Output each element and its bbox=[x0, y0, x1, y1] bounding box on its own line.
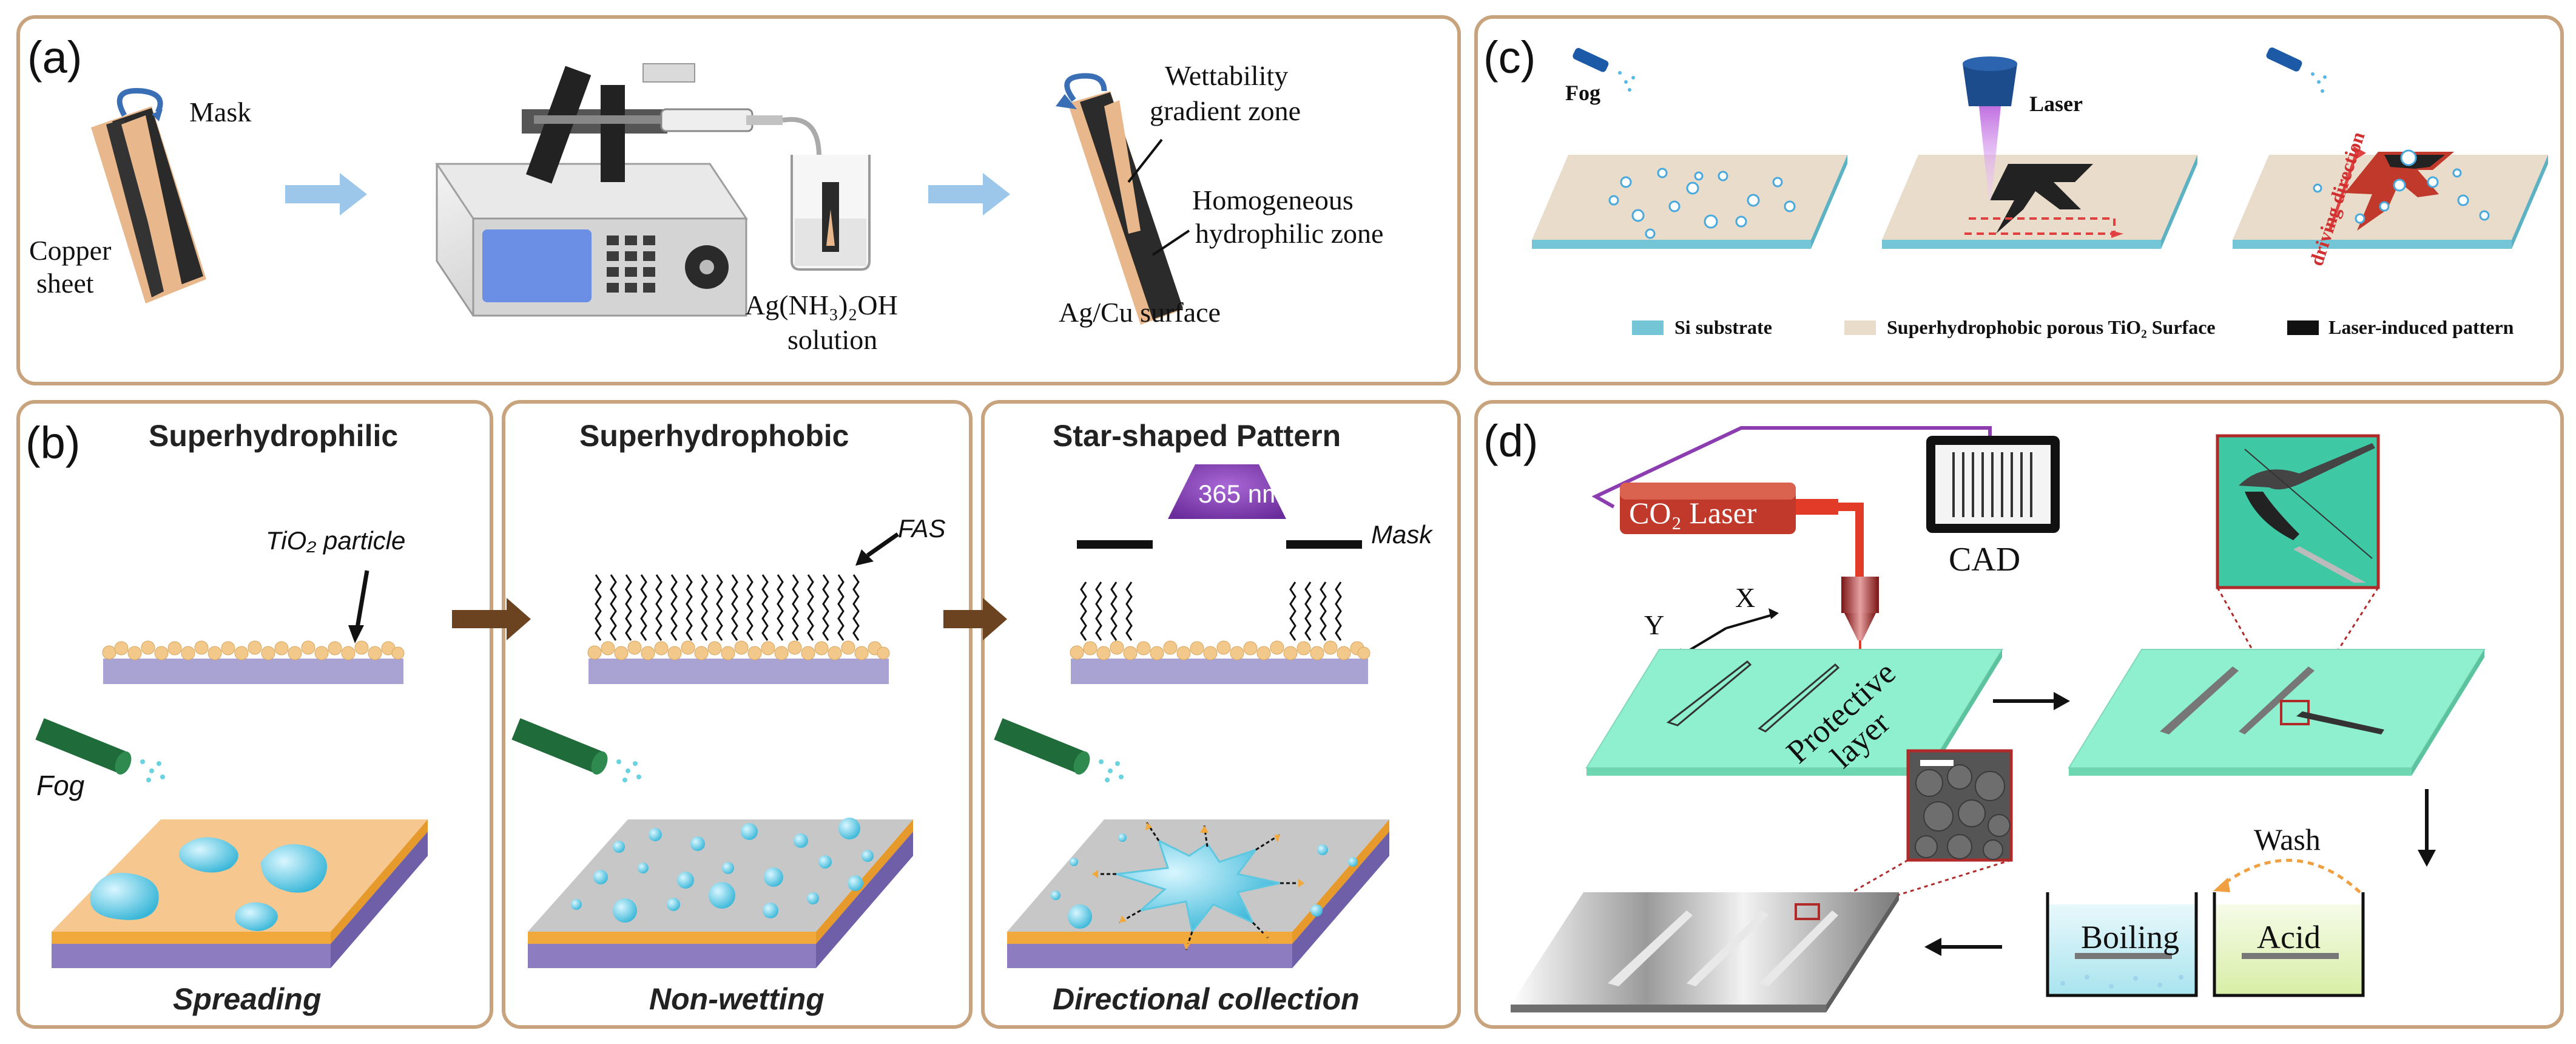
fog-nozzle-c1 bbox=[1573, 48, 1635, 92]
beam-path bbox=[1838, 503, 1864, 577]
b3-slab bbox=[1007, 819, 1389, 968]
wettability-label-2: gradient zone bbox=[1150, 95, 1301, 126]
panel-a: (a) Mask Copper sheet bbox=[27, 32, 1383, 355]
b2-title: Superhydrophobic bbox=[579, 419, 849, 453]
fog-label-b: Fog bbox=[36, 770, 85, 801]
mask-label-b: Mask bbox=[1371, 520, 1433, 549]
cad-monitor bbox=[1926, 436, 2060, 533]
b2-bead-drops bbox=[571, 818, 874, 923]
panel-d: (d) CO₂ Laser CAD bbox=[1483, 416, 2486, 1012]
uv-lamp bbox=[1168, 464, 1286, 519]
legend-tio2-label: Superhydrophobic porous TiO₂ Surface bbox=[1887, 316, 2216, 338]
fas-label: FAS bbox=[898, 514, 946, 543]
y-axis-label: Y bbox=[1644, 609, 1664, 640]
beaker-acid bbox=[2213, 892, 2365, 997]
panel-a-frame bbox=[16, 15, 1461, 385]
plate-driving bbox=[2233, 146, 2548, 249]
legend-laser-label: Laser-induced pattern bbox=[2328, 316, 2514, 338]
teal-plate-2 bbox=[2068, 649, 2486, 776]
b1-caption: Spreading bbox=[173, 982, 321, 1016]
panel-d-letter: (d) bbox=[1483, 416, 1538, 466]
b-arrow-1 bbox=[452, 598, 531, 640]
ag-cu-surface bbox=[1056, 73, 1190, 325]
panel-c: (c) Fog bbox=[1483, 32, 2548, 338]
co2-laser-unit bbox=[1620, 483, 1838, 534]
fog-nozzle-c3 bbox=[2266, 47, 2327, 93]
process-arrow-2 bbox=[928, 173, 1010, 215]
b2-cross-section bbox=[587, 532, 900, 684]
solution-formula-label: Ag(NH₃)₂OH bbox=[745, 290, 898, 320]
wash-label: Wash bbox=[2254, 822, 2321, 856]
panel-d-frame bbox=[1474, 400, 2564, 1029]
legend-si-label: Si substrate bbox=[1674, 316, 1772, 338]
final-sheet bbox=[1511, 892, 1899, 1012]
panel-b-letter: (b) bbox=[25, 418, 80, 468]
b1-title: Superhydrophilic bbox=[149, 419, 398, 453]
laser-label-c: Laser bbox=[2029, 92, 2083, 116]
boiling-label: Boiling bbox=[2081, 919, 2179, 955]
zoom-box-tweezer bbox=[2216, 434, 2380, 589]
plate-fog-drops bbox=[1532, 155, 1847, 249]
copper-sheet-masked bbox=[91, 88, 206, 303]
b3-cross-section bbox=[1070, 464, 1371, 684]
d-arrow-2-head bbox=[2418, 850, 2436, 867]
b3-title: Star-shaped Pattern bbox=[1053, 419, 1341, 453]
d-arrow-3-head bbox=[1924, 938, 1941, 956]
panel-c-letter: (c) bbox=[1483, 32, 1536, 83]
panel-b2-frame bbox=[502, 400, 973, 1029]
uv-wavelength-label: 365 nm bbox=[1198, 480, 1283, 508]
panel-a-letter: (a) bbox=[27, 32, 82, 83]
laser-nozzle-d bbox=[1841, 577, 1879, 686]
fog-nozzle-b1 bbox=[35, 718, 165, 782]
panel-b: (b) Superhydrophilic Superhydrophobic St… bbox=[25, 418, 1433, 1016]
plate-laser bbox=[1882, 155, 2197, 249]
panel-c-frame bbox=[1474, 15, 2564, 385]
teal-plate-1 bbox=[1585, 649, 2003, 776]
sem-inset bbox=[1906, 749, 2013, 862]
legend-swatch-tio2 bbox=[1844, 320, 1876, 335]
syringe-pump bbox=[435, 63, 821, 317]
sheet-label: sheet bbox=[36, 268, 94, 299]
fog-nozzle-b2 bbox=[511, 718, 641, 782]
d-arrow-1-head bbox=[2054, 692, 2070, 710]
b1-cross-section bbox=[102, 570, 405, 684]
process-arrow-1 bbox=[285, 173, 367, 215]
b2-slab bbox=[528, 818, 913, 968]
homogeneous-label-2: hydrophilic zone bbox=[1195, 218, 1383, 249]
b-arrow-2 bbox=[943, 598, 1007, 640]
laser-head-c bbox=[1963, 56, 2017, 200]
legend-c: Si substrate Superhydrophobic porous TiO… bbox=[1632, 316, 2514, 338]
cad-label: CAD bbox=[1949, 541, 2020, 578]
legend-swatch-laser bbox=[2287, 320, 2319, 335]
fog-nozzle-b3 bbox=[994, 718, 1124, 782]
solution-word-label: solution bbox=[787, 324, 877, 355]
mask-label: Mask bbox=[189, 97, 251, 127]
x-axis-label: X bbox=[1735, 582, 1755, 613]
b1-slab bbox=[52, 819, 428, 968]
co2-laser-label: CO₂ Laser bbox=[1629, 496, 1757, 530]
wettability-label-1: Wettability bbox=[1165, 60, 1288, 91]
panel-b3-frame bbox=[981, 400, 1461, 1029]
legend-swatch-si bbox=[1632, 320, 1664, 335]
homogeneous-label-1: Homogeneous bbox=[1192, 185, 1354, 215]
b1-spread-drops bbox=[90, 837, 328, 931]
acid-label: Acid bbox=[2257, 919, 2321, 955]
x-arrowhead bbox=[1768, 608, 1779, 619]
tio2-particle-label: TiO₂ particle bbox=[266, 526, 405, 555]
fog-label-c: Fog bbox=[1565, 81, 1600, 105]
b2-caption: Non-wetting bbox=[649, 982, 824, 1016]
sem-line-1 bbox=[1819, 859, 1909, 912]
wash-arrow-head bbox=[2213, 878, 2230, 892]
b3-caption: Directional collection bbox=[1053, 982, 1360, 1016]
beaker-solution bbox=[791, 155, 871, 271]
surface-label: Ag/Cu surface bbox=[1059, 297, 1221, 328]
copper-label: Copper bbox=[29, 235, 111, 266]
laser-cable bbox=[1591, 426, 1992, 509]
beaker-boiling bbox=[2046, 892, 2198, 997]
panel-b1-frame bbox=[16, 400, 493, 1029]
wash-arrow bbox=[2219, 858, 2361, 893]
